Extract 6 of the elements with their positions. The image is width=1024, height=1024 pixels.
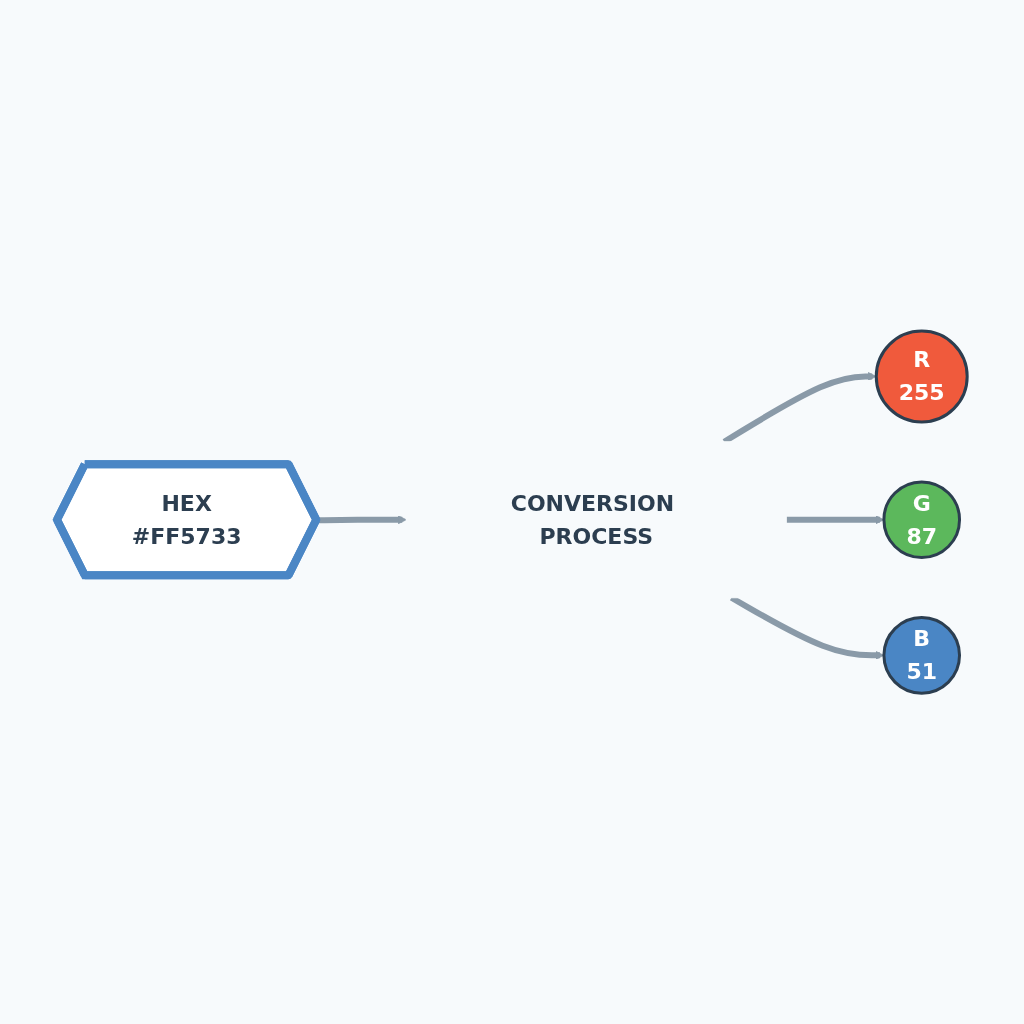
node-text: CONVERSION PROCESS (510, 490, 675, 549)
node-circle: G 87 (882, 480, 961, 559)
arrow (786, 515, 885, 525)
arrow (316, 515, 407, 525)
node-circle: R 255 (874, 329, 969, 424)
node-circle: B 51 (882, 615, 961, 695)
